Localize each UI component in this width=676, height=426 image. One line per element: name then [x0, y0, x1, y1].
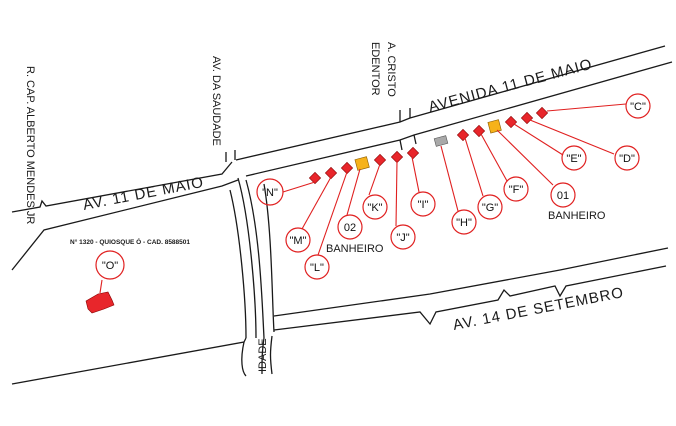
street-label-a-cristo: A. CRISTO: [385, 42, 397, 97]
street-label-av-11-de-maio: AV. 11 DE MAIO: [82, 174, 206, 214]
kiosk-label-c: "C": [630, 101, 646, 113]
kiosk-marker-02[interactable]: [354, 156, 370, 171]
kiosk-label-01: 01: [557, 190, 569, 202]
kiosk-marker-e[interactable]: [504, 115, 518, 129]
kiosk-o-note: N° 1320 - QUIOSQUE Ó - CAD. 8588501: [70, 237, 190, 246]
bubbles: [95, 93, 651, 280]
kiosk-label-l: "L": [310, 262, 324, 274]
street-label-r-cap-alberto-mendes: R. CAP. ALBERTO MENDES JR: [24, 66, 36, 224]
kiosk-marker-m[interactable]: [324, 166, 338, 180]
kiosk-label-h: "H": [456, 217, 472, 229]
kiosk-marker-c[interactable]: [535, 106, 549, 120]
banheiro-label-02: BANHEIRO: [326, 243, 384, 255]
kiosk-marker-f[interactable]: [472, 124, 486, 138]
kiosk-label-m: "M": [290, 235, 307, 247]
road-lines: [11, 45, 673, 385]
leader-lines: [99, 103, 627, 294]
kiosk-label-k: "K": [367, 202, 382, 214]
street-label-av-da-saudade: AV. DA SAUDADE: [210, 56, 222, 146]
kiosk-label-f: "F": [509, 184, 524, 196]
kiosk-label-e: "E": [566, 153, 581, 165]
street-label-idade: IDADE: [257, 338, 269, 372]
banheiro-label-01: BANHEIRO: [548, 210, 606, 222]
kiosk-label-n: "N": [262, 187, 278, 199]
kiosk-marker-n[interactable]: [308, 171, 322, 185]
kiosk-label-g: "G": [482, 202, 498, 214]
kiosk-markers: [85, 106, 549, 314]
kiosk-marker-j[interactable]: [390, 150, 404, 164]
kiosk-marker-l[interactable]: [340, 161, 354, 175]
kiosk-marker-o[interactable]: [85, 291, 115, 314]
kiosk-marker-g[interactable]: [456, 128, 470, 142]
kiosk-label-j: "J": [396, 232, 409, 244]
kiosk-label-02: 02: [344, 222, 356, 234]
kiosk-label-o: "O": [102, 260, 118, 272]
kiosk-marker-i[interactable]: [406, 146, 420, 160]
kiosk-marker-01[interactable]: [487, 119, 502, 134]
street-label-redentor: EDENTOR: [369, 42, 381, 96]
kiosk-label-d: "D": [619, 153, 635, 165]
street-label-av-14-de-setembro: AV. 14 DE SETEMBRO: [452, 284, 626, 334]
kiosk-marker-d[interactable]: [520, 111, 534, 125]
kiosk-marker-k[interactable]: [373, 153, 387, 167]
kiosk-marker-h[interactable]: [433, 135, 449, 147]
kiosk-label-i: "I": [418, 199, 429, 211]
street-label-avenida-11-de-maio: AVENIDA 11 DE MAIO: [427, 56, 595, 116]
